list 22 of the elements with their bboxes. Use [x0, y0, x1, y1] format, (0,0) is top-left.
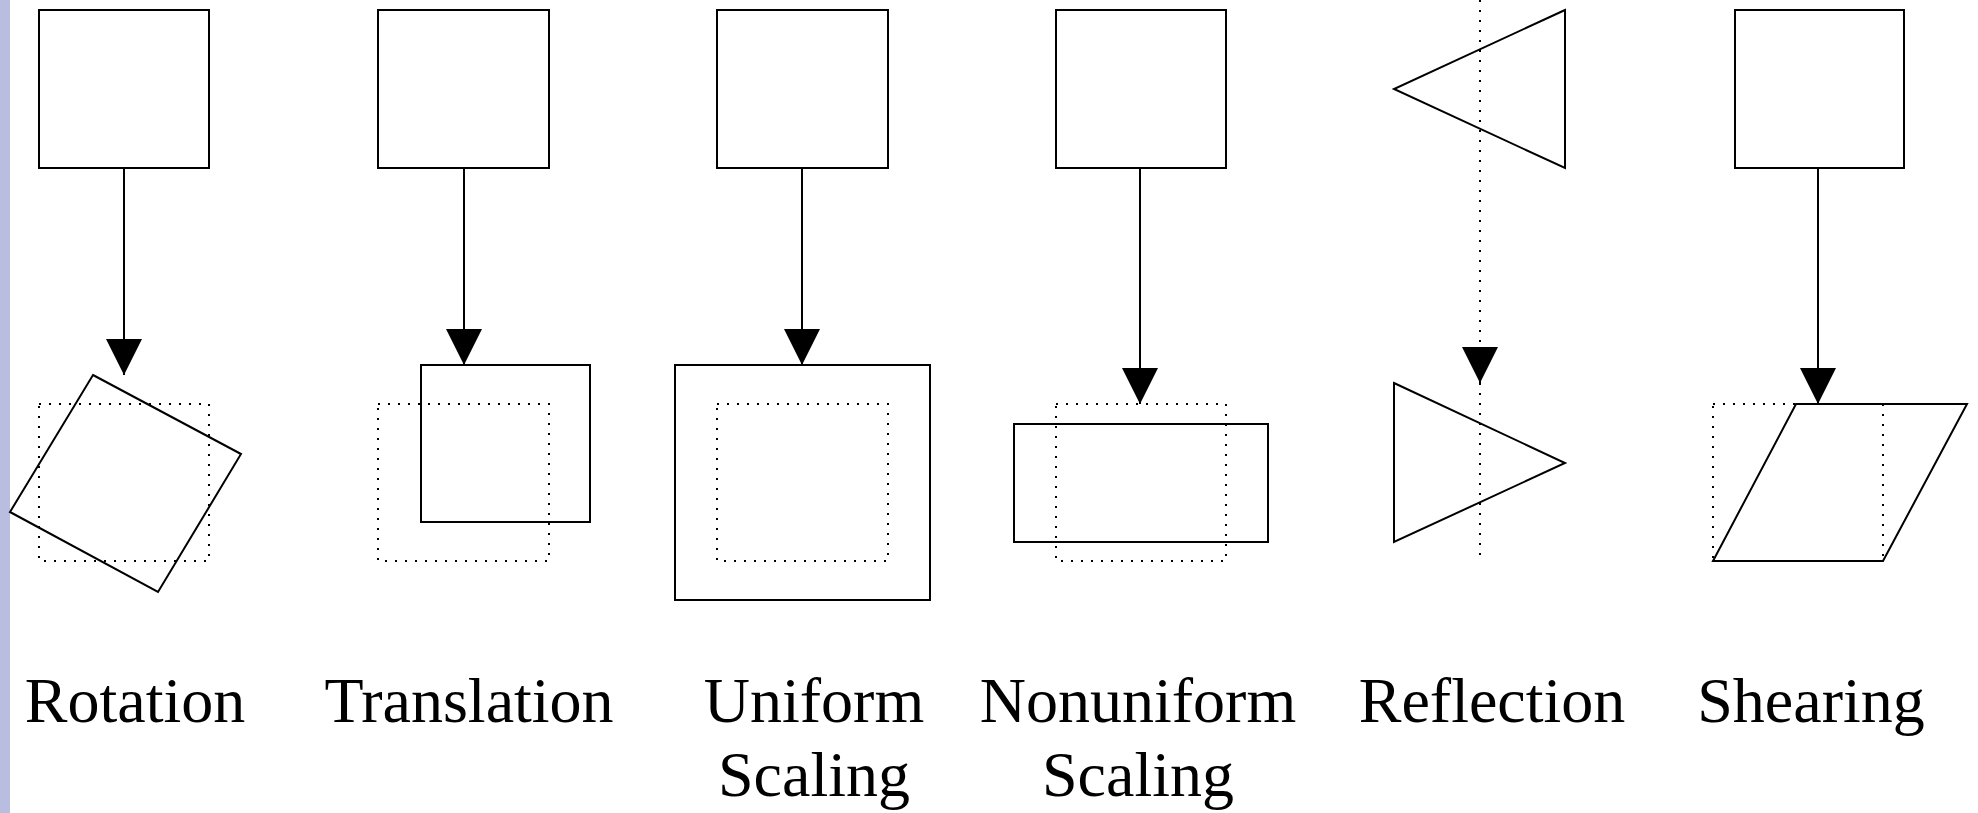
transformation-label: Shearing [1696, 664, 1926, 738]
square-drawing [1056, 10, 1226, 168]
transformation-label: Uniform Scaling [702, 664, 926, 812]
arrow [1122, 167, 1158, 405]
arrow [446, 167, 482, 366]
square-drawing [39, 10, 209, 168]
transformed-square-drawing [1014, 404, 1268, 561]
arrow [1800, 167, 1836, 405]
transformed-parallelogram-drawing [1713, 404, 1967, 561]
arrow [106, 167, 142, 376]
transformation-label: Nonuniform Scaling [978, 664, 1298, 812]
square-drawing [717, 10, 888, 168]
transformed-square-drawing [10, 375, 241, 592]
transformation-label: Rotation [23, 664, 247, 738]
square-drawing [378, 10, 549, 168]
arrow [784, 167, 820, 366]
transformed-square-drawing [675, 365, 930, 600]
transformation-label: Reflection [1357, 664, 1627, 738]
transformation-label: Translation [323, 664, 615, 738]
arrow [1462, 347, 1498, 384]
transformed-square-drawing [378, 365, 590, 561]
square-drawing [1735, 10, 1904, 168]
